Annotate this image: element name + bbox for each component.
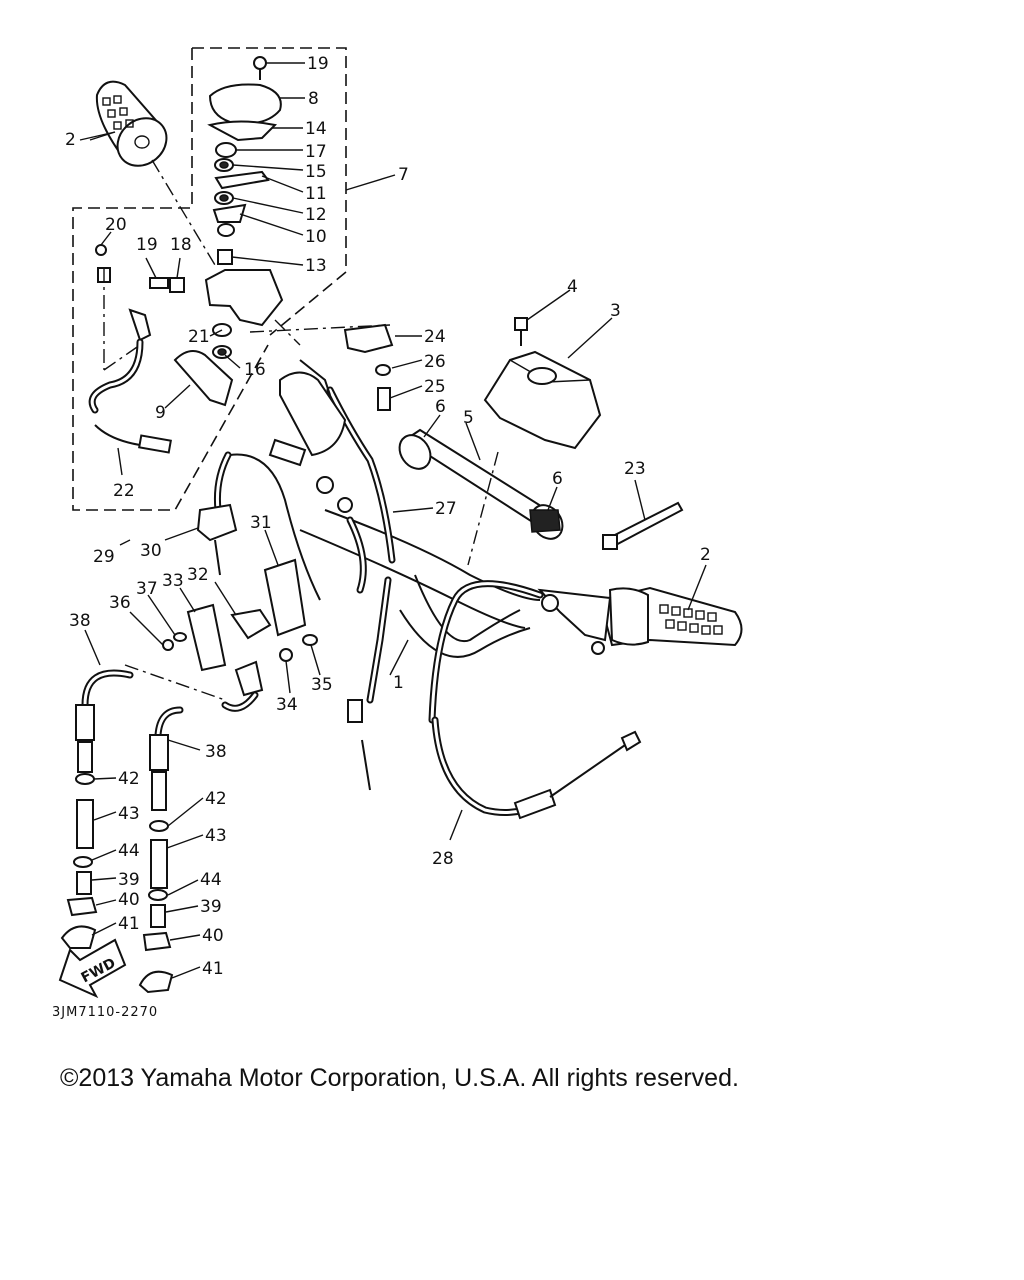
callout-18: 18 (170, 235, 192, 255)
callout-31: 31 (250, 513, 272, 533)
callout-12: 12 (305, 205, 327, 225)
callout-2-left: 2 (65, 130, 76, 150)
callout-37: 37 (136, 579, 158, 599)
callout-39-left: 39 (118, 870, 140, 890)
callout-15: 15 (305, 162, 327, 182)
callout-20: 20 (105, 215, 127, 235)
throttle-tube (398, 428, 564, 540)
callout-14: 14 (305, 119, 327, 139)
callout-2-right: 2 (700, 545, 711, 565)
callout-labels: 1 2 2 3 4 5 6 6 7 8 9 10 11 12 13 14 15 … (65, 54, 711, 979)
left-spring-stack (60, 704, 98, 949)
callout-1: 1 (393, 673, 404, 693)
callout-44-right: 44 (200, 870, 222, 890)
callout-35: 35 (311, 675, 333, 695)
callout-30: 30 (140, 541, 162, 561)
forward-arrow: FWD (58, 938, 127, 999)
callout-43-right: 43 (205, 826, 227, 846)
callout-24: 24 (424, 327, 446, 347)
cable-tie (602, 501, 684, 550)
callout-28: 28 (432, 849, 454, 869)
wire-harness (88, 338, 172, 454)
callout-39-right: 39 (200, 897, 222, 917)
callout-42-left: 42 (118, 769, 140, 789)
callout-43-left: 43 (118, 804, 140, 824)
callout-42-right: 42 (205, 789, 227, 809)
callout-29: 29 (93, 547, 115, 567)
callout-7: 7 (398, 165, 409, 185)
callout-44-left: 44 (118, 841, 140, 861)
callout-33: 33 (162, 571, 184, 591)
parts-diagram: FWD (52, 47, 743, 1020)
callout-3: 3 (610, 301, 621, 321)
callout-38-left: 38 (69, 611, 91, 631)
callout-40-left: 40 (118, 890, 140, 910)
brake-lever-assembly (81, 451, 321, 739)
callout-34: 34 (276, 695, 298, 715)
callout-40-right: 40 (202, 926, 224, 946)
callout-6-bottom: 6 (552, 469, 563, 489)
callout-19-top: 19 (307, 54, 329, 74)
callout-36: 36 (109, 593, 131, 613)
handlebar (299, 509, 541, 658)
callout-41-left: 41 (118, 914, 140, 934)
switch-cover (483, 317, 602, 450)
callout-10: 10 (305, 227, 327, 247)
callout-11: 11 (305, 184, 327, 204)
callout-38-right: 38 (205, 742, 227, 762)
callout-13: 13 (305, 256, 327, 276)
callout-16: 16 (244, 360, 266, 380)
callout-21: 21 (188, 327, 210, 347)
callout-5: 5 (463, 408, 474, 428)
right-spring-stack (138, 734, 174, 994)
callout-6-top: 6 (435, 397, 446, 417)
callout-26: 26 (424, 352, 446, 372)
callout-23: 23 (624, 459, 646, 479)
callout-8: 8 (308, 89, 319, 109)
callout-41-right: 41 (202, 959, 224, 979)
callout-32: 32 (187, 565, 209, 585)
callout-9: 9 (155, 403, 166, 423)
callout-17: 17 (305, 142, 327, 162)
copyright-notice: ©2013 Yamaha Motor Corporation, U.S.A. A… (60, 1064, 739, 1092)
leader-lines (79, 62, 707, 979)
callout-27: 27 (435, 499, 457, 519)
right-grip (537, 586, 743, 655)
drawing-code: 3JM7110-2270 (52, 1005, 158, 1020)
callout-4: 4 (567, 277, 578, 297)
switch-assembly-outline (72, 47, 347, 511)
brake-cable (428, 580, 642, 820)
callout-19-left: 19 (136, 235, 158, 255)
left-grip (95, 80, 168, 167)
throttle-cable (268, 359, 396, 791)
callout-22: 22 (113, 481, 135, 501)
callout-25: 25 (424, 377, 446, 397)
